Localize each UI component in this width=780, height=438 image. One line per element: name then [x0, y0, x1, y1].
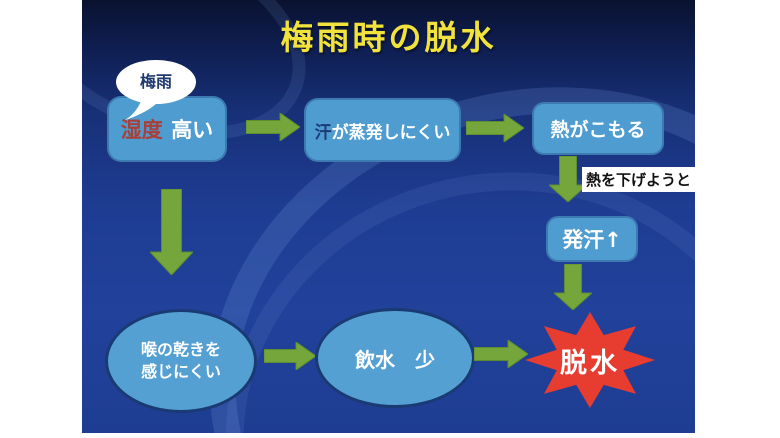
node-sweating-increase: 発汗↑	[546, 216, 638, 262]
slide-background: 梅雨時の脱水 梅雨 湿度 高い 汗が蒸発しにくい	[82, 0, 695, 433]
speech-bubble-label: 梅雨	[139, 72, 172, 91]
right-arrow-icon	[466, 114, 524, 142]
node-low-water-intake: 飲水 少	[315, 308, 475, 408]
connector-humidity-to-thirst	[150, 189, 193, 275]
node-humidity-high: 湿度 高い	[107, 96, 227, 162]
connector-sweat-to-heat	[466, 114, 524, 142]
connector-drink-to-dehydration	[474, 340, 528, 368]
node-heat-builds-up: 熱がこもる	[532, 102, 664, 155]
thirst-line1-label: 喉の乾きを	[140, 339, 221, 359]
node-dehydration-burst: 脱水	[520, 308, 660, 412]
dehydration-label: 脱水	[560, 347, 620, 379]
down-arrow-icon	[150, 189, 193, 275]
right-arrow-icon	[246, 113, 300, 141]
slide-title: 梅雨時の脱水	[280, 18, 497, 57]
connector-humidity-to-sweat	[246, 113, 300, 141]
node-sweat-evaporation: 汗が蒸発しにくい	[304, 98, 461, 162]
starburst-icon	[525, 312, 655, 408]
node-hard-to-feel-thirst: 喉の乾きを 感じにくい	[105, 309, 257, 413]
caption-lower-heat: 熱を下げようと	[582, 167, 695, 192]
connector-sweating-to-dehydration	[554, 264, 592, 310]
right-arrow-icon	[264, 342, 316, 370]
humidity-state-label: 高い	[171, 118, 214, 142]
connector-thirst-to-drink	[264, 342, 316, 370]
thirst-line2-label: 感じにくい	[141, 362, 221, 381]
speech-bubble-icon	[116, 60, 196, 120]
down-arrow-icon	[549, 156, 587, 202]
humidity-term-label: 湿度	[120, 118, 163, 142]
right-arrow-icon	[474, 340, 528, 368]
connector-heat-to-sweating	[549, 156, 587, 202]
down-arrow-icon	[554, 264, 592, 310]
sweat-lead-label: 汗	[314, 122, 332, 143]
speech-bubble-rainy-season: 梅雨	[112, 59, 198, 121]
sweat-rest-label: が蒸発しにくい	[331, 122, 451, 143]
